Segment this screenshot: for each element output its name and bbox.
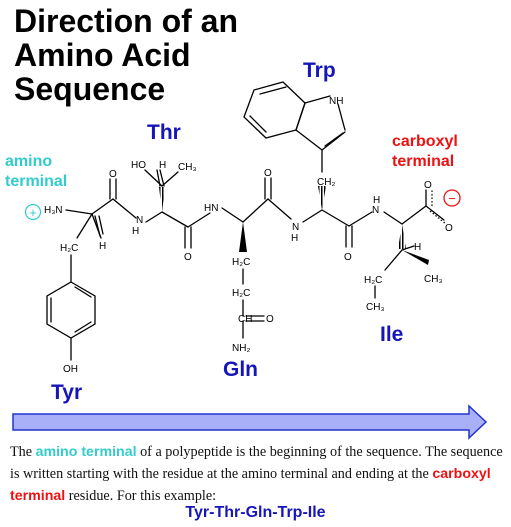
tyr-carbonyl-o-label: O — [109, 169, 117, 180]
highlight-amino-terminal: amino terminal — [35, 444, 137, 460]
thr-side-chain — [144, 169, 179, 212]
peptide-structure-diagram: H₃N H₂C H OH O H N HO CH₃ H O HN H₂C H₂C… — [5, 59, 488, 440]
thr-ho-label: HO — [131, 160, 146, 171]
gln-carbonyl-o-label: O — [264, 168, 272, 179]
amide-nh-1-label: H — [132, 226, 139, 237]
title-line-2: Amino Acid — [14, 37, 191, 73]
thr-carbonyl-o-label: O — [184, 252, 192, 263]
carboxyl-o-bottom-label: O — [445, 223, 453, 234]
gln-ch2-1-label: H₂C — [232, 257, 250, 268]
plus-charge-symbol: + — [29, 205, 37, 220]
residue-label-ile: Ile — [380, 323, 403, 346]
residue-label-gln: Gln — [223, 358, 258, 381]
carboxyl-o-top-label: O — [424, 180, 432, 191]
carbonyl-bonds — [109, 177, 353, 249]
description-part-1: The — [10, 444, 36, 460]
amide-hn-2-label: HN — [204, 203, 218, 214]
page-title: Direction of an Amino Acid Sequence — [14, 4, 238, 106]
residue-label-thr: Thr — [147, 121, 181, 144]
trp-carbonyl-o-label: O — [344, 252, 352, 263]
gln-ch2-2-label: H₂C — [232, 288, 250, 299]
trp-nh-label: NH — [329, 96, 343, 107]
amino-terminal-line-1: amino — [5, 153, 52, 170]
direction-arrow — [12, 404, 488, 440]
description-part-3: residue. For this example: — [65, 488, 217, 504]
tyr-ch2-label: H₂C — [60, 243, 78, 254]
tyr-oh-label: OH — [63, 364, 78, 375]
amide-n-3-label: N — [292, 222, 299, 233]
backbone-bonds — [65, 198, 427, 228]
amide-h-3-label: H — [291, 233, 298, 244]
gln-nh2-label: NH₂ — [232, 343, 250, 354]
trp-side-chain — [243, 81, 346, 210]
amide-n-1-label: N — [136, 215, 143, 226]
ile-side-chain — [374, 224, 429, 299]
ile-ch2-label: H₂C — [364, 275, 382, 286]
amide-n-4-label: N — [372, 205, 379, 216]
thr-ch3-label: CH₃ — [178, 162, 197, 173]
description-paragraph: The amino terminal of a polypeptide is t… — [10, 441, 504, 507]
ile-h-label: H — [414, 242, 421, 253]
trp-ch2-label: CH₂ — [317, 177, 335, 188]
amino-charge: + — [24, 203, 42, 221]
highlight-carboxyl-terminal: carboxyl terminal — [10, 466, 491, 504]
residue-labels: Thr Trp Gln Tyr Ile — [51, 59, 403, 404]
gln-amide-o-label: O — [266, 314, 274, 325]
amide-h-4-label: H — [373, 195, 380, 206]
sequence-label: Tyr-Thr-Gln-Trp-Ile — [185, 504, 326, 521]
carboxyl-terminal-line-2: terminal — [392, 153, 454, 170]
residue-label-tyr: Tyr — [51, 381, 82, 404]
amino-terminal-line-2: terminal — [5, 173, 67, 190]
tyr-h3n-label: H₃N — [44, 205, 63, 216]
ile-ch3-terminal-label: CH₃ — [366, 302, 385, 313]
carboxyl-terminal-line-1: carboxyl — [392, 133, 458, 150]
atom-labels: H₃N H₂C H OH O H N HO CH₃ H O HN H₂C H₂C… — [44, 96, 453, 375]
gln-side-chain — [239, 222, 265, 339]
title-line-1: Direction of an — [14, 3, 239, 39]
tyr-side-chain — [46, 213, 104, 361]
carboxylate-group — [425, 189, 447, 225]
carboxyl-charge: − — [443, 189, 461, 207]
amino-terminal-label: amino terminal — [5, 153, 67, 190]
minus-charge-symbol: − — [448, 191, 456, 206]
plus-charge-icon — [24, 203, 42, 221]
carboxyl-terminal-label: carboxyl terminal — [392, 133, 458, 170]
minus-charge-icon — [443, 189, 461, 207]
thr-h-label: H — [159, 160, 166, 171]
gln-c-label: CH — [238, 314, 252, 325]
tyr-h-label: H — [99, 241, 106, 252]
residue-label-trp: Trp — [303, 59, 336, 82]
description-part-2: of a polypeptide is the beginning of the… — [10, 444, 503, 482]
title-line-3: Sequence — [14, 71, 166, 107]
ile-ch3-label: CH₃ — [424, 274, 443, 285]
